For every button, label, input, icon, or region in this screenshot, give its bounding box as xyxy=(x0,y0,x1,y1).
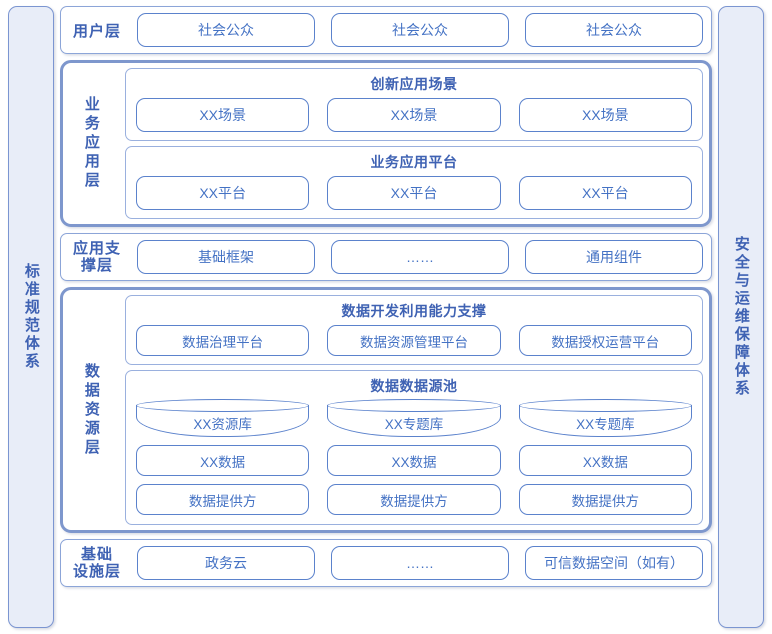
data-authorization-operation-platform[interactable]: 数据授权运营平台 xyxy=(518,325,692,356)
user-item-1[interactable]: 社会公众 xyxy=(137,13,315,47)
data-source-pool-stack: XX资源库 XX专题库 XX专题库 xyxy=(126,397,702,519)
data-items-row: XX数据 XX数据 XX数据 xyxy=(136,445,692,476)
layer-infrastructure-body: 政务云 …… 可信数据空间（如有） xyxy=(133,540,711,586)
data-repository-1[interactable]: XX资源库 xyxy=(136,399,310,437)
group-business-platform: 业务应用平台 XX平台 XX平台 XX平台 xyxy=(125,146,703,219)
layer-user-title: 用户层 xyxy=(72,22,121,40)
data-capability-row: 数据治理平台 数据资源管理平台 数据授权运营平台 xyxy=(126,322,702,359)
user-item-3[interactable]: 社会公众 xyxy=(525,13,703,47)
layer-business-title: 业务应用层 xyxy=(63,63,119,224)
infrastructure-item-ellipsis[interactable]: …… xyxy=(331,546,509,580)
data-repository-3-label: XX专题库 xyxy=(576,417,635,432)
support-items-row: 基础框架 …… 通用组件 xyxy=(133,234,711,280)
data-item-3[interactable]: XX数据 xyxy=(518,445,692,476)
group-innovative-scenarios: 创新应用场景 XX场景 XX场景 XX场景 xyxy=(125,68,703,141)
scenario-item-2[interactable]: XX场景 xyxy=(327,98,501,132)
right-rail-label: 安全与运维保障体系 xyxy=(732,236,750,398)
group-data-capability-support: 数据开发利用能力支撑 数据治理平台 数据资源管理平台 数据授权运营平台 xyxy=(125,295,703,365)
scenario-item-1[interactable]: XX场景 xyxy=(136,98,310,132)
user-items-row: 社会公众 社会公众 社会公众 xyxy=(133,7,711,53)
group-data-source-pool: 数据数据源池 XX资源库 XX专题库 xyxy=(125,370,703,525)
data-item-1[interactable]: XX数据 xyxy=(136,445,310,476)
layer-data-body: 数据开发利用能力支撑 数据治理平台 数据资源管理平台 数据授权运营平台 数据数据… xyxy=(119,290,709,530)
layer-user-body: 社会公众 社会公众 社会公众 xyxy=(133,7,711,53)
infrastructure-items-row: 政务云 …… 可信数据空间（如有） xyxy=(133,540,711,586)
data-repository-2-label: XX专题库 xyxy=(384,417,444,432)
platform-item-2[interactable]: XX平台 xyxy=(327,176,501,210)
layer-data-label: 数据资源层 xyxy=(82,362,100,458)
data-resource-management-platform[interactable]: 数据资源管理平台 xyxy=(327,325,501,356)
data-repository-row: XX资源库 XX专题库 XX专题库 xyxy=(136,399,692,437)
user-item-2[interactable]: 社会公众 xyxy=(331,13,509,47)
group-business-platform-caption: 业务应用平台 xyxy=(370,154,458,170)
cylinder-top-icon xyxy=(327,399,501,412)
layer-infrastructure: 基础 设施层 政务云 …… 可信数据空间（如有） xyxy=(60,539,712,587)
scenario-item-3[interactable]: XX场景 xyxy=(518,98,692,132)
layer-support-body: 基础框架 …… 通用组件 xyxy=(133,234,711,280)
layer-data-title: 数据资源层 xyxy=(63,290,119,530)
infrastructure-item-gov-cloud[interactable]: 政务云 xyxy=(137,546,315,580)
layer-infrastructure-title-line1: 基础 xyxy=(80,545,113,563)
data-governance-platform[interactable]: 数据治理平台 xyxy=(136,325,310,356)
data-provider-2[interactable]: 数据提供方 xyxy=(327,484,501,515)
group-data-capability-caption: 数据开发利用能力支撑 xyxy=(341,303,487,319)
layer-support-title: 应用支 撑层 xyxy=(61,234,133,280)
support-item-framework[interactable]: 基础框架 xyxy=(137,240,315,274)
support-item-common-components[interactable]: 通用组件 xyxy=(525,240,703,274)
support-item-ellipsis[interactable]: …… xyxy=(331,240,509,274)
data-repository-2[interactable]: XX专题库 xyxy=(327,399,501,437)
left-rail-standards-system: 标准规范体系 xyxy=(8,6,54,628)
group-innovative-scenarios-caption: 创新应用场景 xyxy=(370,76,458,92)
innovative-scenarios-row: XX场景 XX场景 XX场景 xyxy=(126,95,702,135)
cylinder-top-icon xyxy=(136,399,310,412)
right-rail-security-ops-system: 安全与运维保障体系 xyxy=(718,6,764,628)
layer-business-application: 业务应用层 创新应用场景 XX场景 XX场景 XX场景 业务应用平台 XX平台 … xyxy=(60,60,712,227)
data-repository-1-label: XX资源库 xyxy=(193,417,252,432)
layer-user: 用户层 社会公众 社会公众 社会公众 xyxy=(60,6,712,54)
layer-stack: 用户层 社会公众 社会公众 社会公众 业务应用层 创新应用场景 XX场景 X xyxy=(60,6,712,628)
layer-business-label: 业务应用层 xyxy=(82,96,100,191)
data-provider-1[interactable]: 数据提供方 xyxy=(136,484,310,515)
data-provider-3[interactable]: 数据提供方 xyxy=(518,484,692,515)
infrastructure-item-trusted-data-space[interactable]: 可信数据空间（如有） xyxy=(525,546,703,580)
layer-infrastructure-title-line2: 设施层 xyxy=(72,563,121,580)
layer-infrastructure-title: 基础 设施层 xyxy=(61,540,133,586)
data-item-2[interactable]: XX数据 xyxy=(327,445,501,476)
data-repository-3[interactable]: XX专题库 xyxy=(518,399,692,437)
layer-business-body: 创新应用场景 XX场景 XX场景 XX场景 业务应用平台 XX平台 XX平台 X… xyxy=(119,63,709,224)
layer-data-resource: 数据资源层 数据开发利用能力支撑 数据治理平台 数据资源管理平台 数据授权运营平… xyxy=(60,287,712,533)
group-data-source-pool-caption: 数据数据源池 xyxy=(370,378,458,394)
layer-support-title-line1: 应用支 xyxy=(72,239,121,257)
platform-item-1[interactable]: XX平台 xyxy=(136,176,310,210)
cylinder-top-icon xyxy=(518,399,692,412)
left-rail-label: 标准规范体系 xyxy=(22,263,40,371)
data-providers-row: 数据提供方 数据提供方 数据提供方 xyxy=(136,484,692,515)
business-platform-row: XX平台 XX平台 XX平台 xyxy=(126,173,702,213)
platform-item-3[interactable]: XX平台 xyxy=(518,176,692,210)
layer-support-title-line2: 撑层 xyxy=(80,257,113,274)
layer-application-support: 应用支 撑层 基础框架 …… 通用组件 xyxy=(60,233,712,281)
